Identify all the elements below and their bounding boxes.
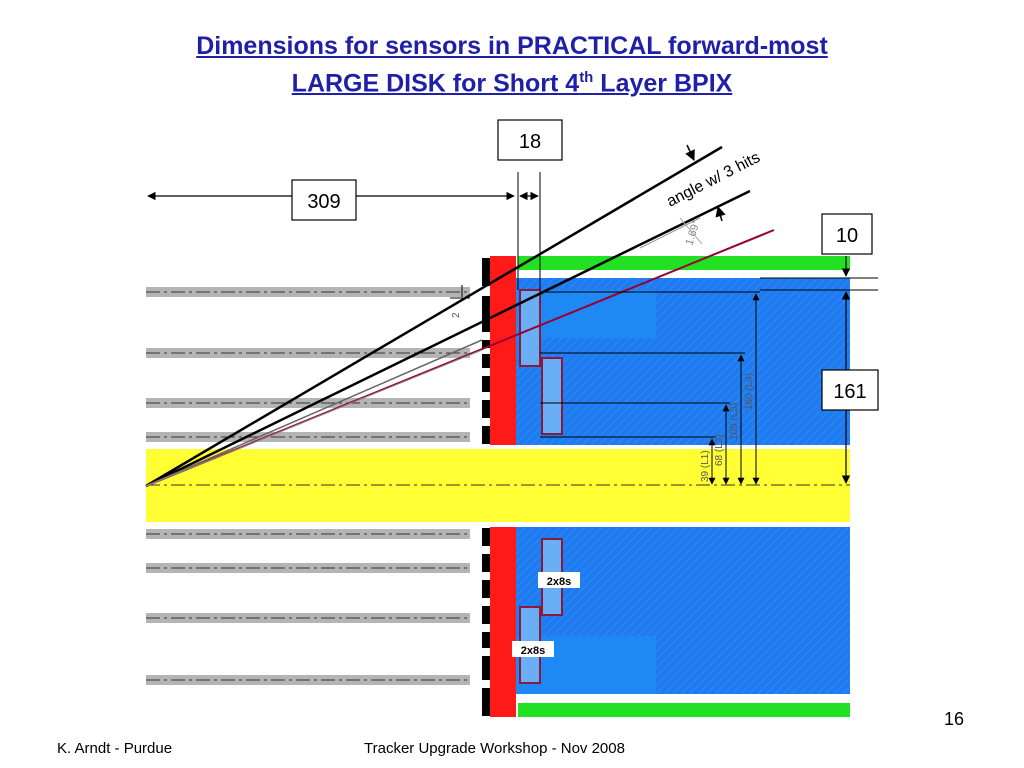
barrel-layers-upper — [146, 287, 470, 442]
page-number: 16 — [944, 709, 965, 729]
footer-event: Tracker Upgrade Workshop - Nov 2008 — [364, 740, 625, 757]
angle-arrow-bottom — [715, 205, 726, 222]
footer-author: K. Arndt - Purdue — [57, 740, 173, 757]
slide-title: Dimensions for sensors in PRACTICAL forw… — [0, 30, 1024, 99]
module-upper-left — [519, 289, 541, 367]
title-superscript: th — [579, 69, 594, 86]
angle-arrow-top — [685, 144, 695, 161]
title-line-2: LARGE DISK for Short 4th Layer BPIX — [0, 62, 1024, 99]
module-label-upper-box — [538, 572, 580, 588]
angle-tick — [679, 217, 703, 245]
layer-l3-label: 109 (L3) — [729, 403, 740, 440]
barrel-layers-lower — [146, 529, 470, 685]
layer-radius-dims — [540, 291, 760, 485]
module-label-lower-box — [512, 641, 554, 657]
track-lines — [145, 145, 775, 488]
green-strip-top — [518, 256, 850, 270]
dim-10-label: 10 — [836, 225, 858, 247]
module-label-lower: 2x8s — [521, 645, 545, 657]
title-line-2-main: LARGE DISK for Short 4 — [291, 69, 580, 98]
red-disk-lower — [490, 527, 516, 717]
title-line-1: Dimensions for sensors in PRACTICAL forw… — [196, 32, 828, 60]
layer-l2-label: 68 (L2) — [714, 434, 725, 466]
red-disk-upper — [490, 256, 516, 445]
dim-161-box — [821, 369, 879, 411]
title-line-2-end: Layer BPIX — [593, 69, 733, 98]
black-support-upper — [482, 258, 490, 444]
layer-l4-label: 160 (L4) — [744, 373, 755, 410]
dim-18-label: 18 — [519, 131, 541, 153]
black-support-lower — [482, 528, 490, 716]
dim-10-box — [821, 213, 873, 255]
module-upper-right — [541, 357, 563, 435]
green-strip-bottom — [518, 703, 850, 717]
dim-309-label: 309 — [307, 191, 340, 213]
module-label-upper: 2x8s — [547, 576, 571, 588]
dim-18-box — [497, 119, 563, 161]
dim-161-label: 161 — [833, 381, 866, 403]
dim-2-label: 2 — [451, 312, 462, 318]
dim-309-box — [291, 179, 357, 221]
angle-label: angle w/ 3 hits — [664, 149, 763, 211]
layer-l1-label: 39 (L1) — [700, 450, 711, 482]
